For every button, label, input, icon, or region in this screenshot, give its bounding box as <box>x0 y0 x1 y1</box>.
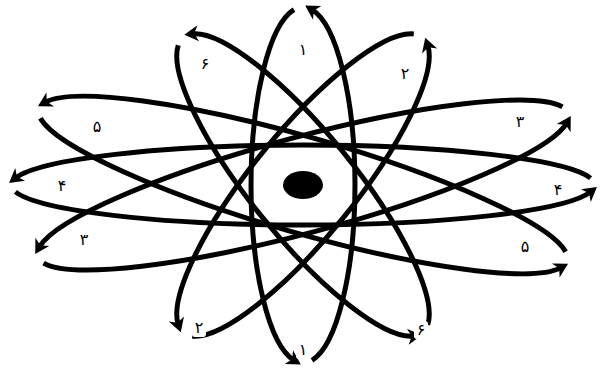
orbit-number: ۵ <box>518 238 533 256</box>
orbit-number: ۵ <box>90 118 105 136</box>
orbit-number: ۳ <box>77 231 92 249</box>
orbit-ellipse <box>15 145 590 225</box>
orbit-number: ۳ <box>513 113 528 131</box>
orbit-number: ۱ <box>296 341 311 359</box>
orbit-ellipse <box>29 64 576 305</box>
orbit-number: ۲ <box>192 319 207 337</box>
orbit-ellipse <box>251 10 355 361</box>
orbit-number: ۱ <box>296 41 311 59</box>
orbit-number: ۶ <box>414 321 429 339</box>
orbit-number: ۴ <box>551 181 566 199</box>
orbit-number: ۲ <box>398 65 413 83</box>
orbit-number: ۴ <box>55 177 70 195</box>
orbit-number: ۶ <box>198 55 213 73</box>
orbit-ellipse <box>145 7 461 363</box>
nucleus <box>283 171 323 199</box>
orbit-ellipse <box>145 7 461 363</box>
